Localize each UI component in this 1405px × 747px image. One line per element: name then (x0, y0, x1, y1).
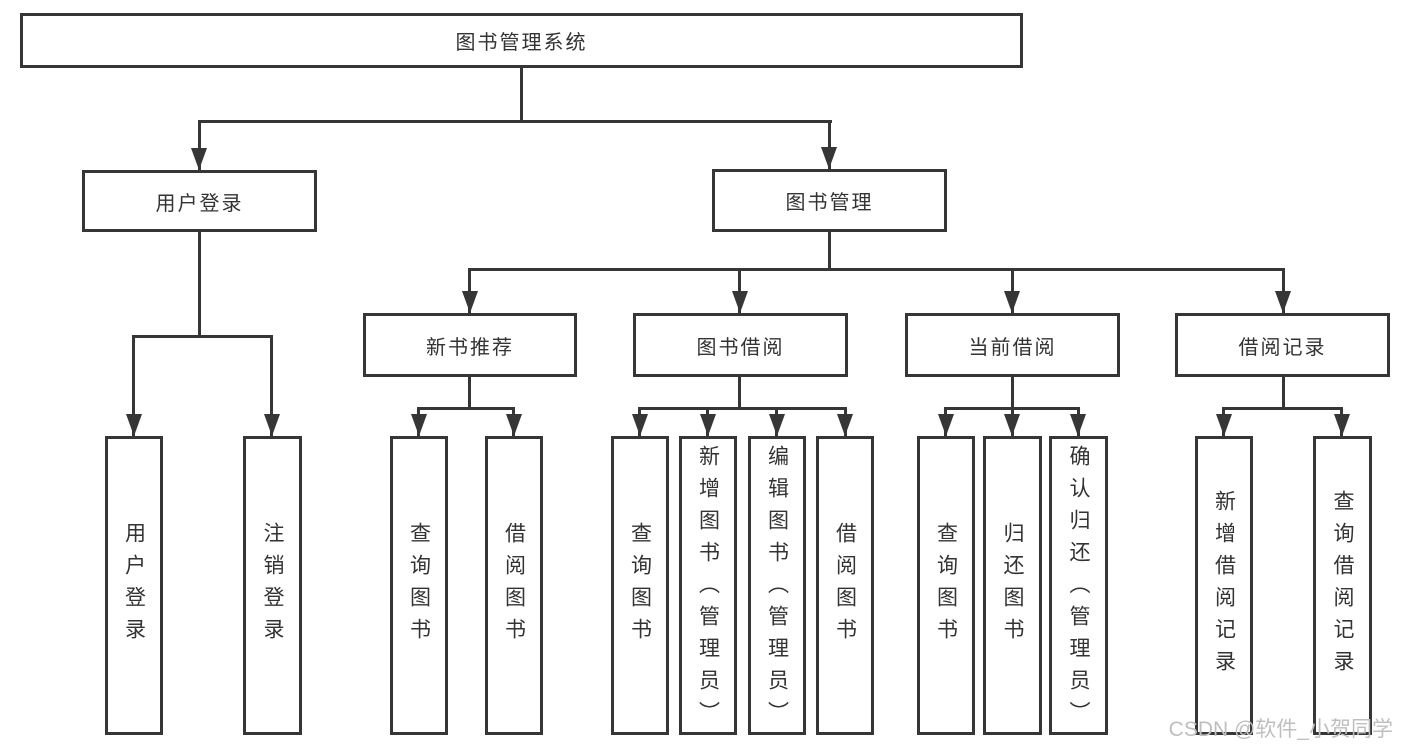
node-new-book-rec: 新书推荐 (363, 313, 577, 377)
edge-root-stem (520, 68, 523, 121)
arrowhead-to-br-add (1216, 414, 1232, 436)
edge-to-book-borrow (738, 268, 741, 313)
edge-to-user-login-leaf (132, 335, 135, 436)
arrowhead-to-book-mgmt (821, 147, 837, 169)
arrowhead-to-logout-leaf (264, 414, 280, 436)
edge-user-login-stem (198, 232, 201, 335)
arrowhead-to-user-login (191, 148, 207, 170)
arrowhead-to-bb-query (632, 414, 648, 436)
edge-book-mgmt-rail (468, 268, 1284, 271)
arrowhead-to-borrow-records (1275, 291, 1291, 313)
arrowhead-to-cb-return (1004, 414, 1020, 436)
edge-book-borrow-rail (638, 407, 847, 410)
arrowhead-to-cb-confirm (1070, 414, 1086, 436)
node-logout-leaf: 注销登录 (243, 436, 302, 735)
edge-to-current-borrow (1011, 268, 1014, 313)
node-bb-edit-books: 编辑图书（管理员） (748, 436, 806, 735)
arrowhead-to-br-query (1334, 414, 1350, 436)
node-book-borrow: 图书借阅 (633, 313, 848, 377)
edge-current-borrow-stem (1011, 377, 1014, 407)
arrowhead-to-user-login-leaf (126, 414, 142, 436)
edge-book-mgmt-stem (828, 232, 831, 268)
arrowhead-to-current-borrow (1004, 291, 1020, 313)
arrowhead-to-cb-query (938, 414, 954, 436)
edge-borrow-records-rail (1222, 407, 1343, 410)
node-nbr-borrow-books: 借阅图书 (485, 436, 543, 735)
arrowhead-to-book-borrow (732, 291, 748, 313)
node-nbr-query-books: 查询图书 (390, 436, 448, 735)
node-bb-add-books: 新增图书（管理员） (679, 436, 737, 735)
node-current-borrow: 当前借阅 (905, 313, 1120, 377)
node-bb-borrow-books: 借阅图书 (816, 436, 874, 735)
edge-to-borrow-records (1282, 268, 1285, 313)
node-cb-return-books: 归还图书 (983, 436, 1042, 735)
node-user-login-leaf: 用户登录 (105, 436, 163, 735)
node-bb-query-books: 查询图书 (611, 436, 669, 735)
edge-to-new-book-rec (468, 268, 471, 313)
arrowhead-to-nbr-borrow (506, 414, 522, 436)
arrowhead-to-bb-edit (769, 414, 785, 436)
edge-borrow-records-stem (1282, 377, 1285, 407)
node-cb-confirm-return: 确认归还（管理员） (1049, 436, 1108, 735)
edge-book-borrow-stem (738, 377, 741, 407)
arrowhead-to-bb-add (700, 414, 716, 436)
edge-user-login-rail (132, 335, 273, 338)
edge-to-logout-leaf (270, 335, 273, 436)
node-book-mgmt: 图书管理 (712, 169, 947, 232)
node-br-query-record: 查询借阅记录 (1313, 436, 1372, 735)
edge-root-to-user-login (198, 120, 201, 170)
node-cb-query-books: 查询图书 (917, 436, 975, 735)
edge-new-book-rec-stem (468, 377, 471, 407)
arrowhead-to-nbr-query (411, 414, 427, 436)
watermark: CSDN @软件_小贺同学 (1168, 718, 1393, 741)
node-borrow-records: 借阅记录 (1175, 313, 1390, 377)
arrowhead-to-bb-borrow (837, 414, 853, 436)
node-root: 图书管理系统 (20, 13, 1023, 68)
node-br-add-record: 新增借阅记录 (1195, 436, 1253, 735)
arrowhead-to-new-book-rec (462, 291, 478, 313)
edge-root-to-book-mgmt (828, 120, 831, 169)
edge-new-book-rec-rail (417, 407, 515, 410)
node-user-login: 用户登录 (82, 170, 317, 232)
edge-root-rail (198, 120, 832, 123)
